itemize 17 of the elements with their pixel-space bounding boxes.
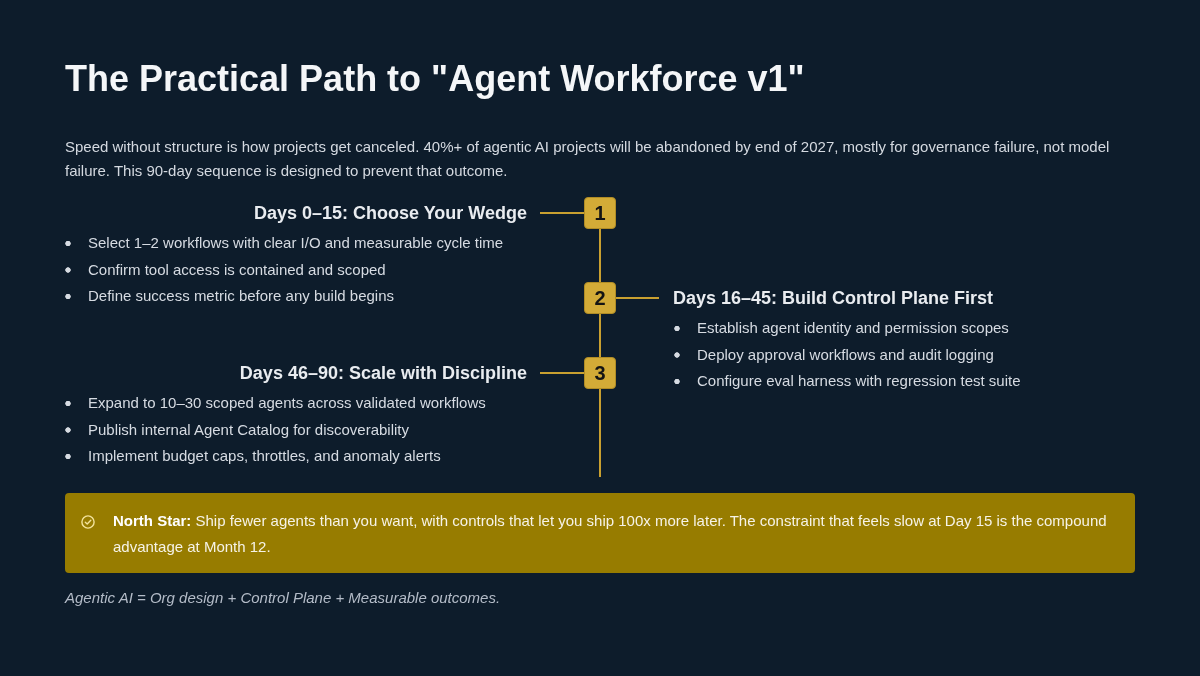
step-marker: 2 [584,282,616,314]
callout-panel [65,493,1135,573]
connector-line [599,313,601,358]
phase-heading: Days 16–45: Build Control Plane First [673,287,994,310]
connector-line [539,212,585,214]
connector-line [615,297,660,299]
phase-heading: Days 0–15: Choose Your Wedge [253,202,527,225]
connector-line [599,228,601,283]
intro-paragraph: Speed without structure is how projects get canceled. 40%+ of agentic AI projects will be abandoned by end of 2027, mostly for governance failure, not model failure. This 90-day sequence is designed to prevent that outcome. [65,137,1111,181]
phase-heading: Days 46–90: Scale with Discipline [239,362,527,385]
step-marker: 3 [584,357,616,389]
title: The Practical Path to "Agent Workforce v1" [65,57,805,101]
callout-text: North Star: Ship fewer agents than you want, with controls that let you ship 100x more later. The constraint that feels slow at Day 15 is the compound advantage at Month 12. [113,511,1108,557]
step-marker: 1 [584,197,616,229]
connector-line [599,388,601,478]
caption-text: Agentic AI = Org design + Control Plane + Measurable outcomes. [65,588,501,608]
connector-line [539,372,585,374]
